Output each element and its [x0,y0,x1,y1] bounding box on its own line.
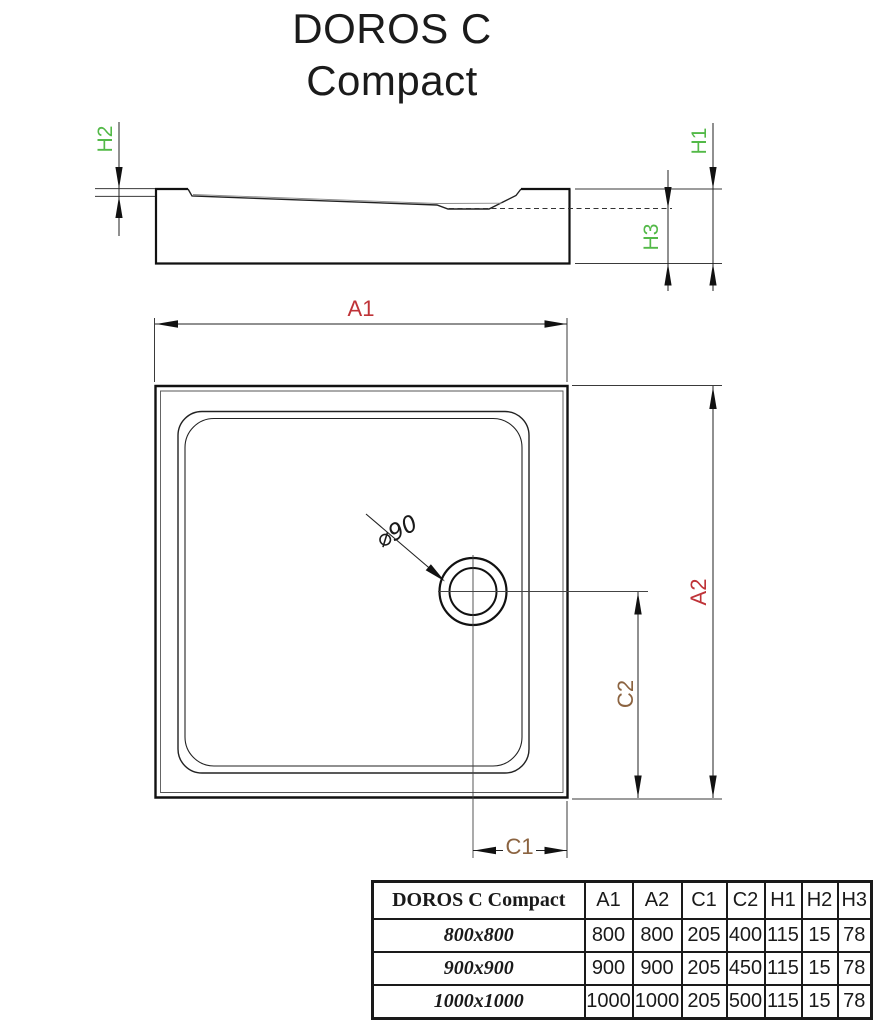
column-header-h2: H2 [800,880,839,920]
h3-dimension-label: H3 [640,223,663,251]
side-view-inner-surface [187,188,522,210]
column-header-c1: C1 [680,880,728,920]
size-label: 800x800 [371,918,586,953]
spec-value-cell: 78 [836,951,873,986]
tray-outer-edge-inner-line [160,390,564,793]
spec-value-cell: 800 [583,918,634,953]
side-view-extension-lines [95,188,722,264]
spec-value-cell: 78 [836,918,873,953]
spec-value-cell: 205 [680,951,728,986]
h2-dimension-label: H2 [94,125,117,153]
spec-table-row-800: 800x800 800 800 205 400 115 15 78 [371,918,873,953]
spec-table: DOROS C Compact A1 A2 C1 C2 H1 H2 H3 800… [371,880,873,1020]
plan-view [154,384,648,858]
page-title-line1: DOROS C [292,5,492,52]
column-header-a2: A2 [631,880,683,920]
column-header-h1: H1 [763,880,803,920]
dimension-a2 [572,385,722,800]
spec-value-cell: 115 [763,918,803,953]
column-header-c2: C2 [725,880,766,920]
size-label: 1000x1000 [371,984,586,1020]
spec-value-cell: 450 [725,951,766,986]
spec-value-cell: 1000 [631,984,683,1020]
spec-value-cell: 800 [631,918,683,953]
side-view-far-edge [192,194,503,204]
spec-value-cell: 205 [680,984,728,1020]
drain-diameter-leader [365,513,445,582]
basin-edge-outer [177,410,530,774]
spec-value-cell: 15 [800,951,839,986]
column-header-a1: A1 [583,880,634,920]
spec-value-cell: 115 [763,951,803,986]
c1-dimension-label: C1 [505,834,534,859]
dimension-h3 [664,170,672,291]
column-header-h3: H3 [836,880,873,920]
basin-edge-inner [184,417,523,767]
spec-table-row-900: 900x900 900 900 205 450 115 15 78 [371,951,873,986]
dimension-h1 [709,123,717,291]
spec-value-cell: 900 [631,951,683,986]
h1-dimension-label: H1 [688,127,711,155]
spec-value-cell: 900 [583,951,634,986]
c2-dimension-label: C2 [613,679,638,709]
spec-value-cell: 1000 [583,984,634,1020]
spec-table-header-row: DOROS C Compact A1 A2 C1 C2 H1 H2 H3 [371,880,873,920]
tray-outer-edge [154,384,569,799]
spec-value-cell: 78 [836,984,873,1020]
dimension-c2 [634,592,642,798]
side-view-outline [154,189,571,265]
spec-table-product-name: DOROS C Compact [371,880,586,920]
spec-table-row-1000: 1000x1000 1000 1000 205 500 115 15 78 [371,984,873,1020]
side-view [154,187,672,265]
spec-value-cell: 205 [680,918,728,953]
spec-value-cell: 115 [763,984,803,1020]
dimension-c1 [473,801,568,858]
spec-value-cell: 400 [725,918,766,953]
size-label: 900x900 [371,951,586,986]
dimension-h2 [115,122,123,236]
spec-value-cell: 500 [725,984,766,1020]
dimension-a1 [154,318,568,382]
a2-dimension-label: A2 [686,578,711,606]
spec-value-cell: 15 [800,918,839,953]
spec-value-cell: 15 [800,984,839,1020]
a1-dimension-label: A1 [347,296,375,321]
page-title-line2: Compact [306,57,478,104]
